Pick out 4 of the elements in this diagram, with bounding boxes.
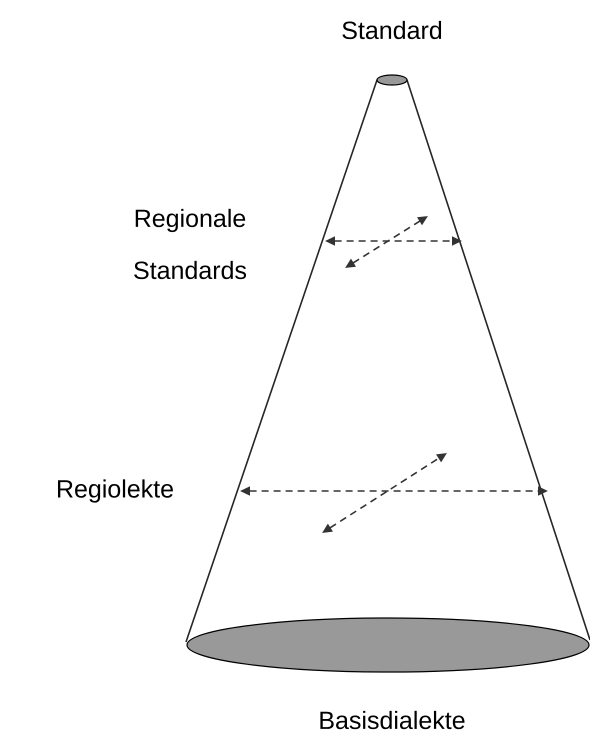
text-label: Regionale Standards [134,208,246,280]
text-label: Basisdialekte [320,710,465,730]
text-label: Regiolekte [58,479,173,503]
text-label: Standard [342,20,442,40]
